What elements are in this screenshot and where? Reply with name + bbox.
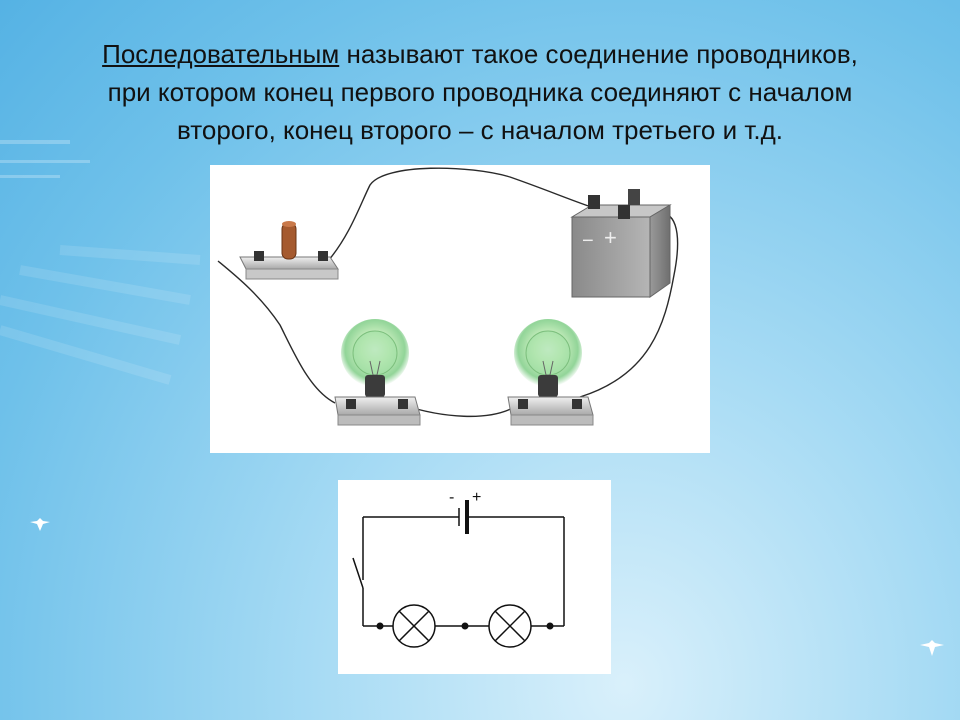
lamp-1	[334, 319, 421, 426]
schematic-lamp-1	[392, 604, 436, 648]
schematic-plus-label: +	[472, 489, 481, 506]
circuit-illustration: − +	[217, 167, 679, 426]
schematic-wires	[362, 516, 565, 627]
caption-line-1-rest: называют такое соединение проводников,	[339, 39, 858, 69]
circuit-illustration-panel: − +	[210, 165, 710, 453]
schematic-switch-symbol	[352, 557, 364, 589]
caption-line-2: при котором конец первого проводника сое…	[107, 77, 853, 107]
connecting-wires	[217, 167, 679, 418]
caption-line-1: Последовательным называют такое соединен…	[30, 35, 930, 73]
circuit-schematic: - +	[352, 489, 565, 648]
lamp-2	[507, 319, 594, 426]
knife-switch	[239, 221, 339, 280]
schematic-lamp-2	[488, 604, 532, 648]
schematic-junctions	[376, 622, 554, 630]
battery-plus-label: +	[604, 225, 617, 250]
battery: − +	[570, 189, 672, 298]
schematic-battery-symbol	[458, 500, 469, 534]
definition-caption: Последовательным называют такое соединен…	[30, 35, 930, 149]
battery-minus-label: −	[582, 230, 594, 252]
defined-term: Последовательным	[102, 39, 340, 69]
circuit-schematic-panel: - +	[338, 480, 611, 674]
sparkle-icon	[30, 518, 944, 656]
caption-line-3: второго, конец второго – с началом треть…	[177, 115, 783, 145]
schematic-minus-label: -	[449, 489, 454, 506]
